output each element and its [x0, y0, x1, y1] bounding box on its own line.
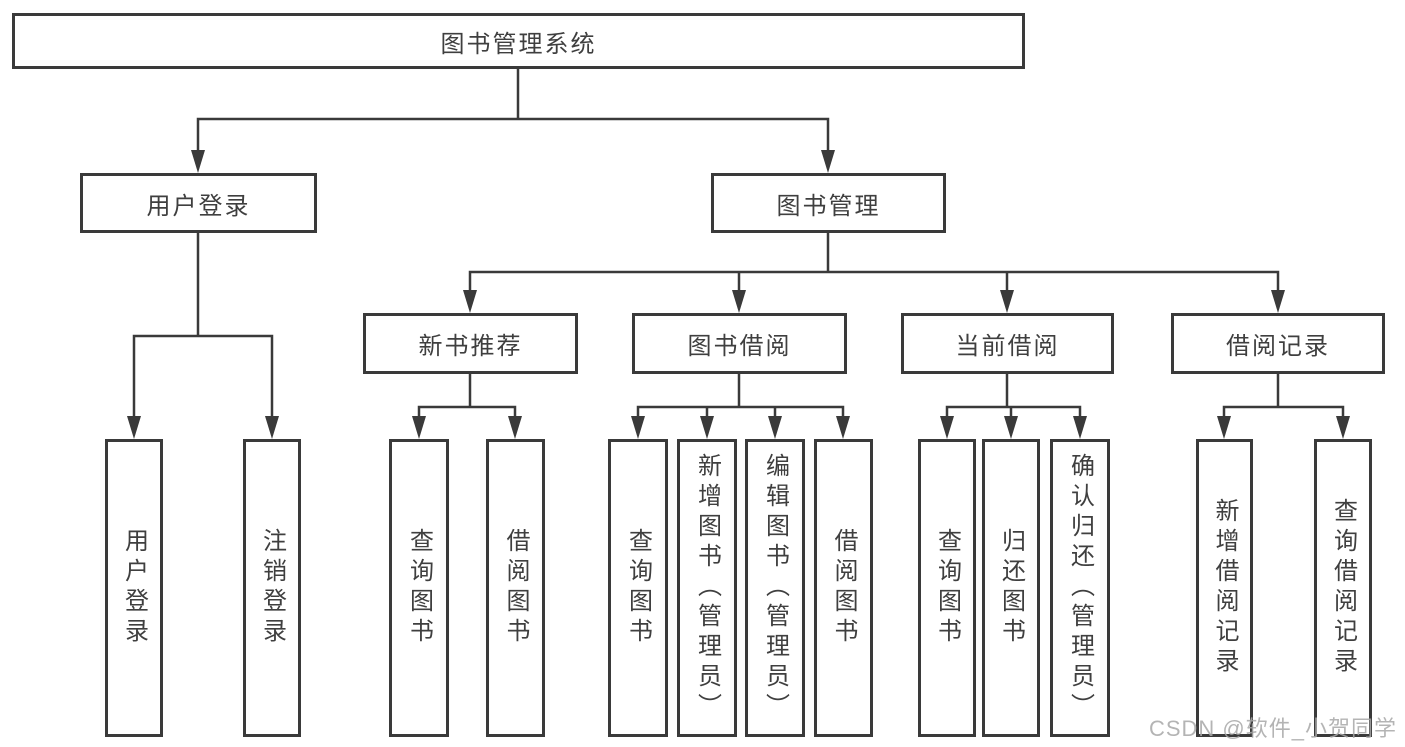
- node-new-book-recommend: 新书推荐: [363, 313, 578, 374]
- node-borrow-records: 借阅记录: [1171, 313, 1385, 374]
- node-leaf-query-books-1: 查询图书: [389, 439, 449, 737]
- node-leaf-query-books-2: 查询图书: [608, 439, 668, 737]
- node-library-management-system: 图书管理系统: [12, 13, 1025, 69]
- node-book-borrowing: 图书借阅: [632, 313, 847, 374]
- node-leaf-confirm-return-admin: 确认归还（管理员）: [1050, 439, 1110, 737]
- node-leaf-user-login: 用户登录: [105, 439, 163, 737]
- node-user-login: 用户登录: [80, 173, 317, 233]
- node-leaf-add-book-admin: 新增图书（管理员）: [677, 439, 737, 737]
- node-leaf-borrow-books-2: 借阅图书: [814, 439, 873, 737]
- watermark: CSDN @软件_小贺同学: [1148, 716, 1397, 741]
- node-leaf-add-borrow-record: 新增借阅记录: [1196, 439, 1253, 737]
- node-leaf-return-books: 归还图书: [982, 439, 1040, 737]
- node-current-borrowing: 当前借阅: [901, 313, 1114, 374]
- node-leaf-query-borrow-record: 查询借阅记录: [1314, 439, 1372, 737]
- node-leaf-edit-book-admin: 编辑图书（管理员）: [745, 439, 805, 737]
- node-leaf-borrow-books-1: 借阅图书: [486, 439, 545, 737]
- node-leaf-query-books-3: 查询图书: [918, 439, 976, 737]
- node-book-management: 图书管理: [711, 173, 946, 233]
- node-leaf-logout: 注销登录: [243, 439, 301, 737]
